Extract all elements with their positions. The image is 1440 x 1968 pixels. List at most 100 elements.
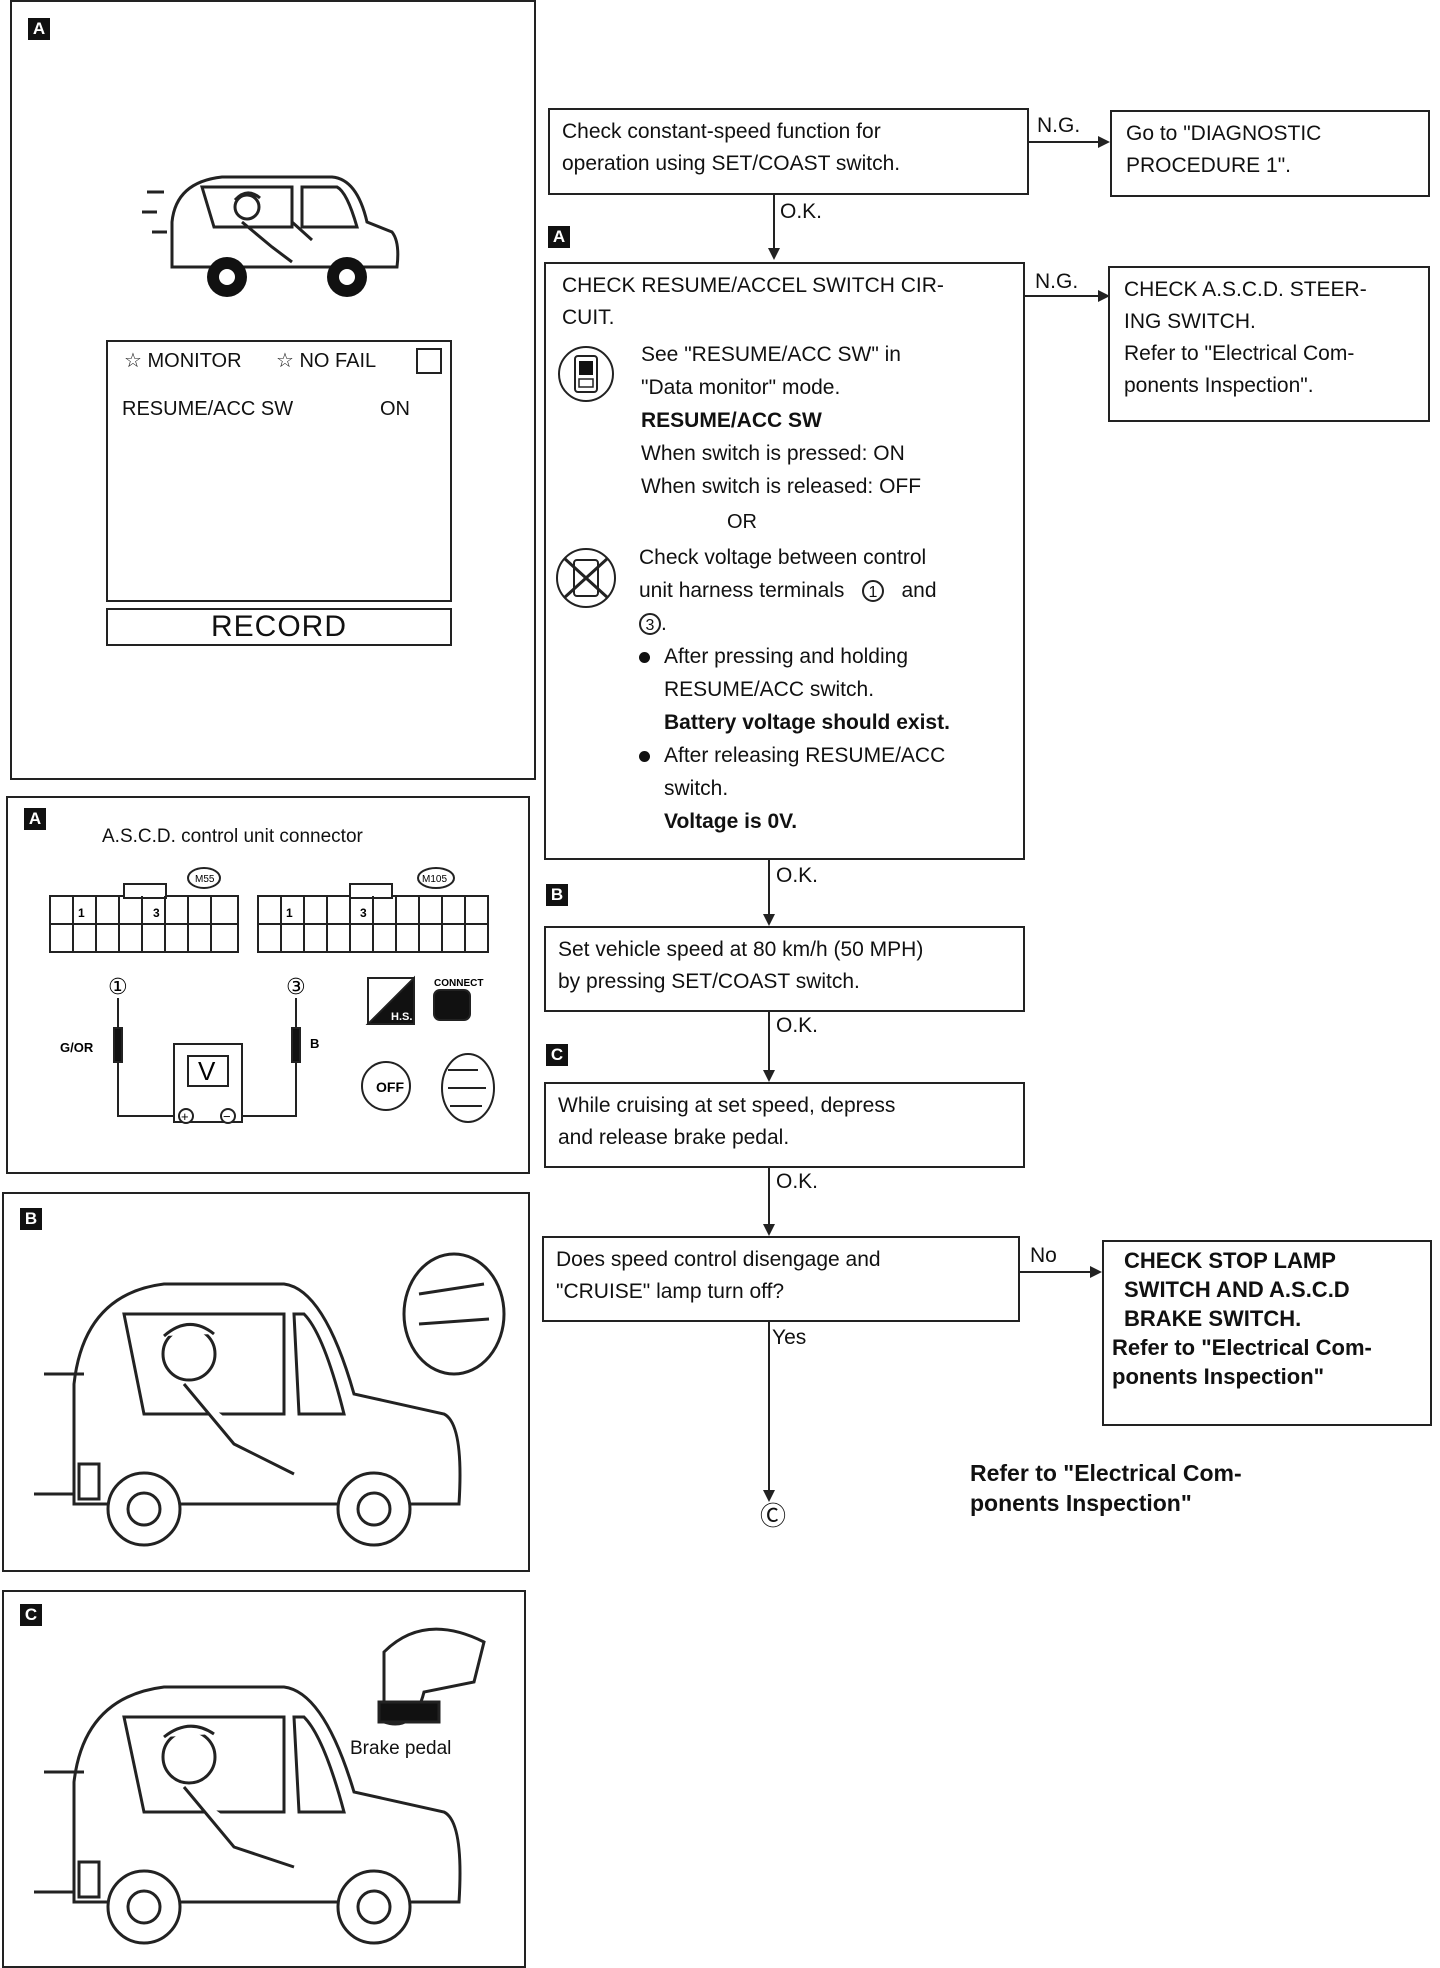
ok-label-4: O.K. (776, 1170, 819, 1193)
probe-terminal-3: ③ (286, 975, 306, 1000)
check-ascd-steering-switch[interactable]: CHECK A.S.C.D. STEER- ING SWITCH. Refer … (1108, 266, 1430, 422)
record-button[interactable]: RECORD (106, 608, 452, 646)
bullet-pressing-text: After pressing and holding (664, 645, 908, 668)
ok-label-3: O.K. (776, 1014, 819, 1037)
voltage-check-and: and (901, 579, 937, 602)
car-brake-illustration (34, 1627, 486, 1945)
step4-tag-c: C (546, 1044, 568, 1066)
check-stop-lamp-switch[interactable]: CHECK STOP LAMP SWITCH AND A.S.C.D BRAKE… (1102, 1240, 1432, 1426)
ok-label-1: O.K. (780, 200, 823, 223)
ok-label-2: O.K. (776, 864, 819, 887)
ng-label-1: N.G. (1037, 114, 1081, 137)
resume-acc-sw-label: RESUME/ACC SW (122, 398, 294, 420)
no-box-line2: SWITCH AND A.S.C.D (1124, 1277, 1350, 1302)
terminal-1-marker: 1 (861, 580, 884, 603)
hs-icon-label: H.S. (391, 1011, 412, 1023)
bullet-releasing: After releasing RESUME/ACC (639, 740, 945, 772)
probe-terminal-1: ① (108, 975, 128, 1000)
step5-line1: Does speed control disengage and (556, 1248, 881, 1271)
pin-3-label-left: 3 (153, 906, 160, 920)
voltage-check-line2: unit harness terminals 1 and (639, 575, 937, 607)
ng1-line1: Go to "DIAGNOSTIC (1126, 122, 1322, 145)
no-box-line3: BRAKE SWITCH. (1124, 1306, 1302, 1331)
ignition-off-label: OFF (376, 1079, 404, 1095)
ng2-line2: ING SWITCH. (1124, 310, 1256, 333)
yes-label: Yes (772, 1326, 807, 1349)
pin-1-label-right: 1 (286, 906, 293, 920)
panel-c-brake-pedal: C Brake pedal (2, 1590, 526, 1968)
refer-note: Refer to "Electrical Com- ponents Inspec… (970, 1458, 1242, 1518)
meter-plus: + (181, 1109, 189, 1124)
pin-1-label-left: 1 (78, 906, 85, 920)
bullet-dot (639, 651, 650, 663)
bullet-pressing: After pressing and holding (639, 641, 908, 673)
voltage-check-line2-text: unit harness terminals (639, 579, 845, 602)
bullet-dot (639, 750, 650, 762)
step-speed-disengage-question: Does speed control disengage and "CRUISE… (542, 1236, 1020, 1322)
monitor-checkbox[interactable] (416, 348, 442, 374)
connect-icon-label: CONNECT (434, 978, 483, 989)
voltage-check-period: . (661, 612, 667, 635)
consult-monitor-icon (558, 346, 614, 402)
panel-b-vehicle-speed: B (2, 1192, 530, 1572)
monitor-item-name: RESUME/ACC SW (641, 409, 822, 432)
step-set-vehicle-speed: Set vehicle speed at 80 km/h (50 MPH) by… (544, 926, 1025, 1012)
voltage-check-line1: Check voltage between control (639, 546, 927, 569)
panel-tag-b: B (20, 1208, 42, 1230)
panel-tag-a-connector: A (24, 808, 46, 830)
connector-code-right: M105 (422, 874, 447, 885)
ng1-line2: PROCEDURE 1". (1126, 154, 1291, 177)
no-box-line5: ponents Inspection" (1112, 1364, 1325, 1389)
ng2-line3: Refer to "Electrical Com- (1124, 342, 1355, 365)
refer-note-line2: ponents Inspection" (970, 1490, 1192, 1516)
bullet-releasing-cont: switch. (664, 777, 729, 800)
step-check-set-coast: Check constant-speed function for operat… (548, 108, 1029, 195)
battery-voltage-exist: Battery voltage should exist. (664, 711, 950, 734)
or-divider-label: OR (721, 506, 763, 538)
step-check-resume-accel-circuit: CHECK RESUME/ACCEL SWITCH CIR- CUIT. See… (544, 262, 1025, 860)
ng-label-2: N.G. (1035, 270, 1079, 293)
terminal-3-marker: 3 (639, 613, 661, 636)
panel-a-monitor: A ☆ MONITOR ☆ NO FAIL RESUME/ACC SW ON R… (10, 0, 536, 780)
step4-line1: While cruising at set speed, depress (558, 1094, 896, 1117)
panel-tag-a: A (28, 18, 50, 40)
panel-tag-c: C (20, 1604, 42, 1626)
step-depress-brake: While cruising at set speed, depress and… (544, 1082, 1025, 1168)
monitor-instruction-1: See "RESUME/ACC SW" in (641, 343, 901, 366)
pin-3-label-right: 3 (360, 906, 367, 920)
step5-line2: "CRUISE" lamp turn off? (556, 1280, 785, 1303)
car-driver-illustration (142, 175, 400, 297)
ng2-line1: CHECK A.S.C.D. STEER- (1124, 278, 1367, 301)
step3-tag-b: B (546, 884, 568, 906)
no-box-line4: Refer to "Electrical Com- (1112, 1335, 1372, 1360)
bullet-pressing-cont: RESUME/ACC switch. (664, 678, 875, 701)
monitor-pressed-state: When switch is pressed: ON (641, 442, 905, 465)
no-consult-tester-icon (556, 548, 616, 608)
step3-line2: by pressing SET/COAST switch. (558, 970, 860, 993)
refer-note-line1: Refer to "Electrical Com- (970, 1460, 1242, 1486)
voltage-zero: Voltage is 0V. (664, 810, 798, 833)
no-fail-label: ☆ NO FAIL (276, 350, 377, 372)
step2-title-line1: CHECK RESUME/ACCEL SWITCH CIR- (562, 274, 944, 297)
voltage-check-line3: 3. (639, 608, 667, 640)
bullet-releasing-text: After releasing RESUME/ACC (664, 744, 946, 767)
monitor-header-label: ☆ MONITOR (124, 350, 242, 372)
resume-acc-sw-value: ON (380, 398, 410, 420)
step1-line1: Check constant-speed function for (562, 120, 881, 143)
no-box-line1: CHECK STOP LAMP (1124, 1248, 1336, 1273)
wire-color-left: G/OR (60, 1040, 94, 1055)
step2-tag-a: A (548, 226, 570, 248)
monitor-instruction-2: "Data monitor" mode. (641, 376, 841, 399)
goto-diagnostic-procedure-1[interactable]: Go to "DIAGNOSTIC PROCEDURE 1". (1110, 110, 1430, 197)
panel-a-connector: A A.S.C.D. control unit connector (6, 796, 530, 1174)
connector-title: A.S.C.D. control unit connector (102, 826, 363, 847)
connector-code-left: M55 (195, 874, 215, 885)
step3-line1: Set vehicle speed at 80 km/h (50 MPH) (558, 938, 924, 961)
meter-minus: − (223, 1109, 231, 1124)
data-monitor-screen: ☆ MONITOR ☆ NO FAIL RESUME/ACC SW ON (106, 340, 452, 602)
step2-title-line2: CUIT. (562, 306, 615, 329)
wire-color-right: B (310, 1036, 319, 1051)
step1-line2: operation using SET/COAST switch. (562, 152, 901, 175)
no-label: No (1030, 1244, 1057, 1267)
voltmeter-label: V (198, 1056, 216, 1086)
